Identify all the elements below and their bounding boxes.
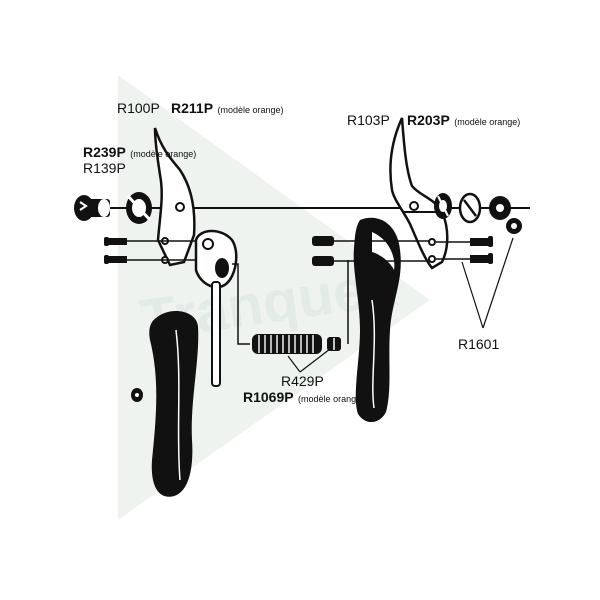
label-r239p: R239P (modèle orange) (83, 145, 196, 161)
label-r100p-code: R100P (117, 100, 160, 116)
right-screw-upper-right (436, 236, 493, 247)
label-r429p: R429P (281, 374, 324, 390)
r429p-leader-lines (287, 348, 331, 373)
label-r239p-code: R239P (83, 144, 126, 160)
r1601-leader-lines (461, 237, 514, 329)
right-screw-upper-left (312, 236, 430, 246)
label-r1601-code: R1601 (458, 336, 500, 352)
label-r1069p-note: (modèle orange) (298, 394, 365, 404)
label-r429p-code: R429P (281, 373, 324, 389)
left-handle (149, 311, 199, 497)
spring-leader-line (232, 263, 250, 345)
right-blade (389, 117, 449, 270)
label-r203p: R203P (modèle orange) (407, 113, 520, 129)
left-bolt-head (74, 195, 110, 221)
label-r103p-code: R103P (347, 112, 390, 128)
small-rivet (131, 388, 143, 402)
left-blade (153, 127, 196, 267)
label-r211p-note: (modèle orange) (217, 105, 284, 115)
right-nut (489, 196, 511, 220)
spring (252, 334, 322, 354)
latch-plate (194, 229, 238, 387)
label-r1069p: R1069P (modèle orange) (243, 390, 364, 406)
right-end-cap (506, 218, 522, 234)
right-screw-lower-left (312, 256, 430, 266)
right-washer-notched (434, 193, 452, 219)
label-r139p-code: R139P (83, 160, 126, 176)
label-r203p-code: R203P (407, 112, 450, 128)
right-screw-lower-right (436, 253, 493, 264)
label-r203p-note: (modèle orange) (454, 117, 521, 127)
spring-cap (327, 337, 341, 351)
left-washer (126, 192, 152, 224)
label-r239p-note: (modèle orange) (130, 149, 197, 159)
right-clip-washer (458, 192, 482, 224)
label-r1069p-code: R1069P (243, 389, 294, 405)
label-r211p-code: R211P (171, 100, 214, 116)
label-r211p: R211P (modèle orange) (171, 101, 284, 117)
label-r100p: R100P (117, 101, 160, 117)
label-r139p: R139P (83, 161, 126, 177)
label-r1601: R1601 (458, 337, 499, 353)
label-r103p: R103P (347, 113, 390, 129)
